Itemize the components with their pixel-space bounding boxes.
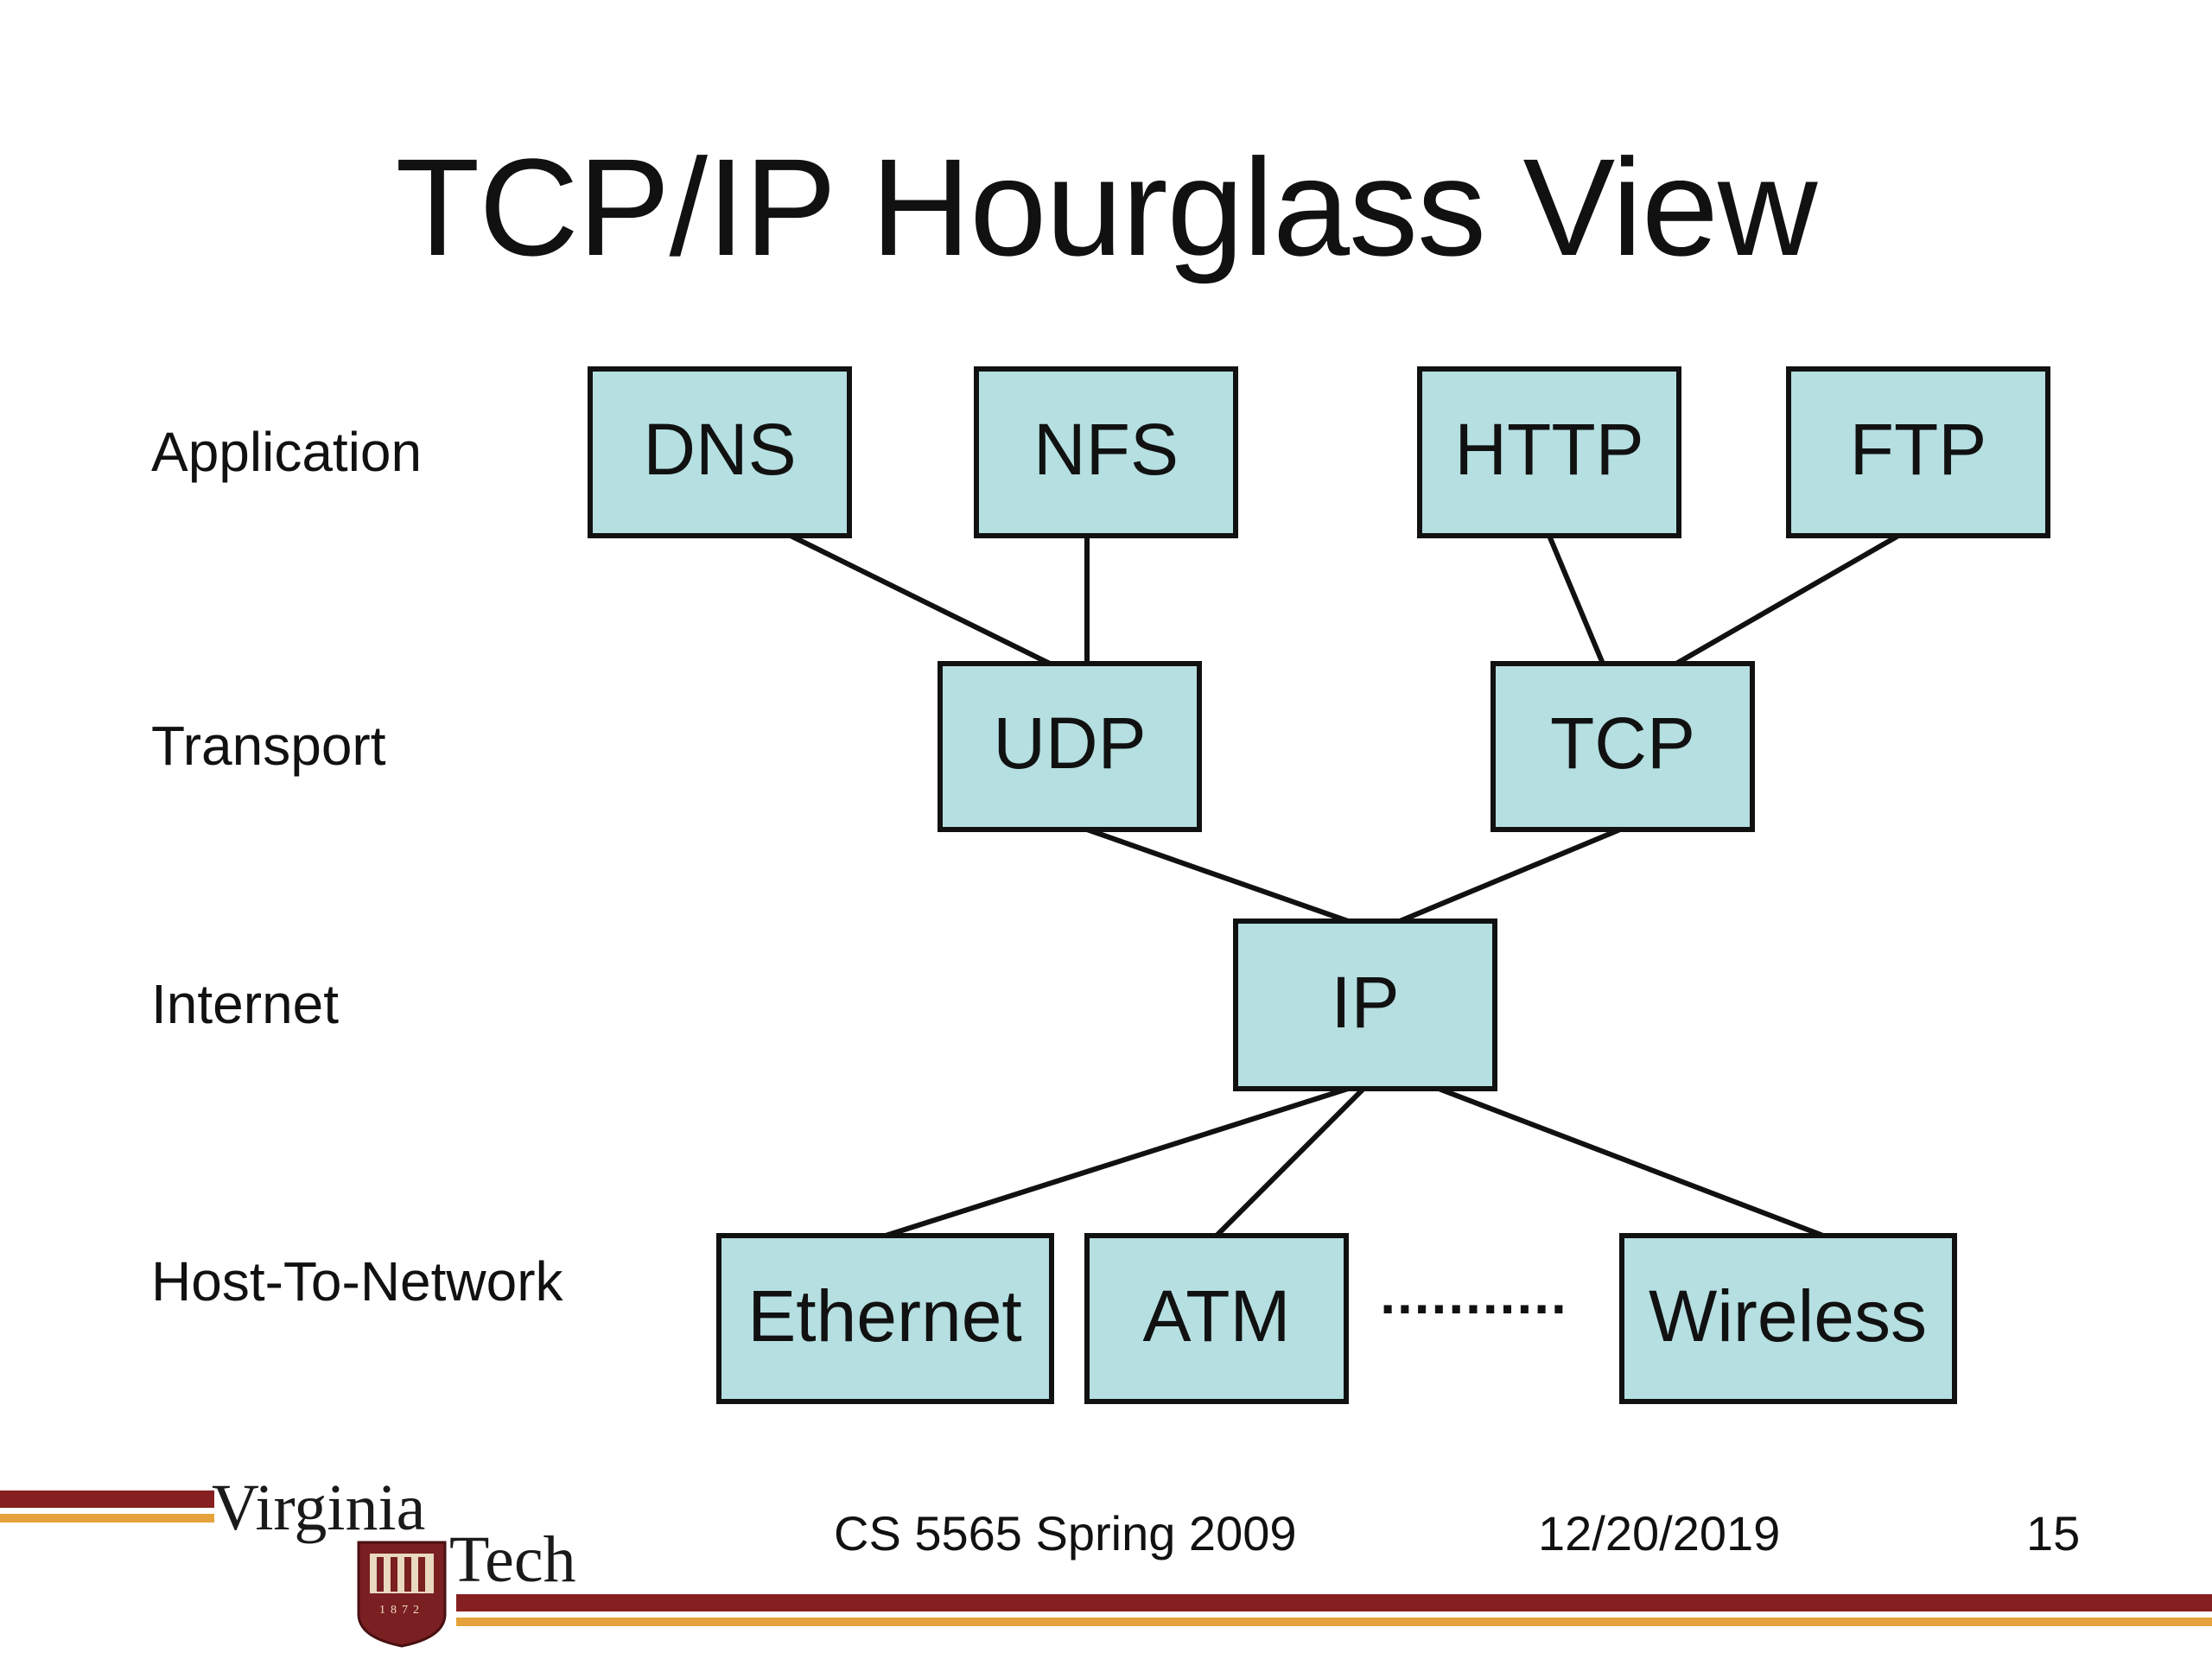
node-wireless: Wireless	[1619, 1233, 1957, 1404]
layer-label-host-to-network: Host-To-Network	[151, 1250, 563, 1313]
footer-page-number: 15	[2026, 1506, 2081, 1560]
slide-title: TCP/IP Hourglass View	[395, 130, 1818, 284]
footer-course: CS 5565 Spring 2009	[834, 1506, 1297, 1560]
edge-tcp-ip	[1398, 827, 1622, 924]
edge-dns-udp	[789, 533, 1052, 666]
stripe-maroon-left	[0, 1491, 214, 1508]
node-atm: ATM	[1084, 1233, 1349, 1404]
node-ftp: FTP	[1786, 366, 2050, 538]
logo-virginia: Virginia	[212, 1471, 426, 1544]
layer-label-application: Application	[151, 421, 423, 483]
stripe-orange-bottom	[456, 1618, 2212, 1626]
layer-label-internet: Internet	[151, 973, 340, 1035]
node-http-label: HTTP	[1454, 409, 1643, 490]
footer-stripes	[0, 1491, 2212, 1626]
node-tcp-label: TCP	[1550, 702, 1695, 784]
edge-ip-wireless	[1437, 1086, 1825, 1238]
edge-ip-ethernet	[885, 1086, 1349, 1238]
node-wireless-label: Wireless	[1649, 1275, 1927, 1357]
node-ellipsis: ...........	[1380, 1263, 1568, 1325]
node-dns-label: DNS	[643, 409, 796, 490]
shield-year: 1872	[379, 1604, 424, 1617]
edge-ip-atm	[1214, 1086, 1366, 1238]
edges	[789, 533, 1900, 1238]
edge-ftp-tcp	[1675, 533, 1900, 666]
edge-udp-ip	[1086, 827, 1349, 924]
node-ethernet: Ethernet	[716, 1233, 1054, 1404]
node-udp: UDP	[938, 661, 1202, 832]
node-ftp-label: FTP	[1850, 409, 1987, 490]
footer-date: 12/20/2019	[1538, 1506, 1781, 1560]
shield-icon: 1872	[357, 1541, 447, 1648]
node-atm-label: ATM	[1142, 1275, 1290, 1357]
edge-http-tcp	[1547, 534, 1605, 665]
node-tcp: TCP	[1491, 661, 1755, 832]
node-ethernet-label: Ethernet	[747, 1275, 1022, 1357]
layer-label-transport: Transport	[151, 715, 386, 777]
node-ip: IP	[1233, 918, 1497, 1091]
node-dns: DNS	[588, 366, 852, 538]
node-nfs-label: NFS	[1033, 409, 1179, 490]
node-udp-label: UDP	[993, 702, 1146, 784]
logo-tech: Tech	[449, 1523, 576, 1596]
node-ip-label: IP	[1331, 962, 1399, 1043]
stripe-orange-left	[0, 1514, 214, 1522]
stripe-maroon-bottom	[456, 1594, 2212, 1611]
node-nfs: NFS	[974, 366, 1238, 538]
node-http: HTTP	[1417, 366, 1681, 538]
